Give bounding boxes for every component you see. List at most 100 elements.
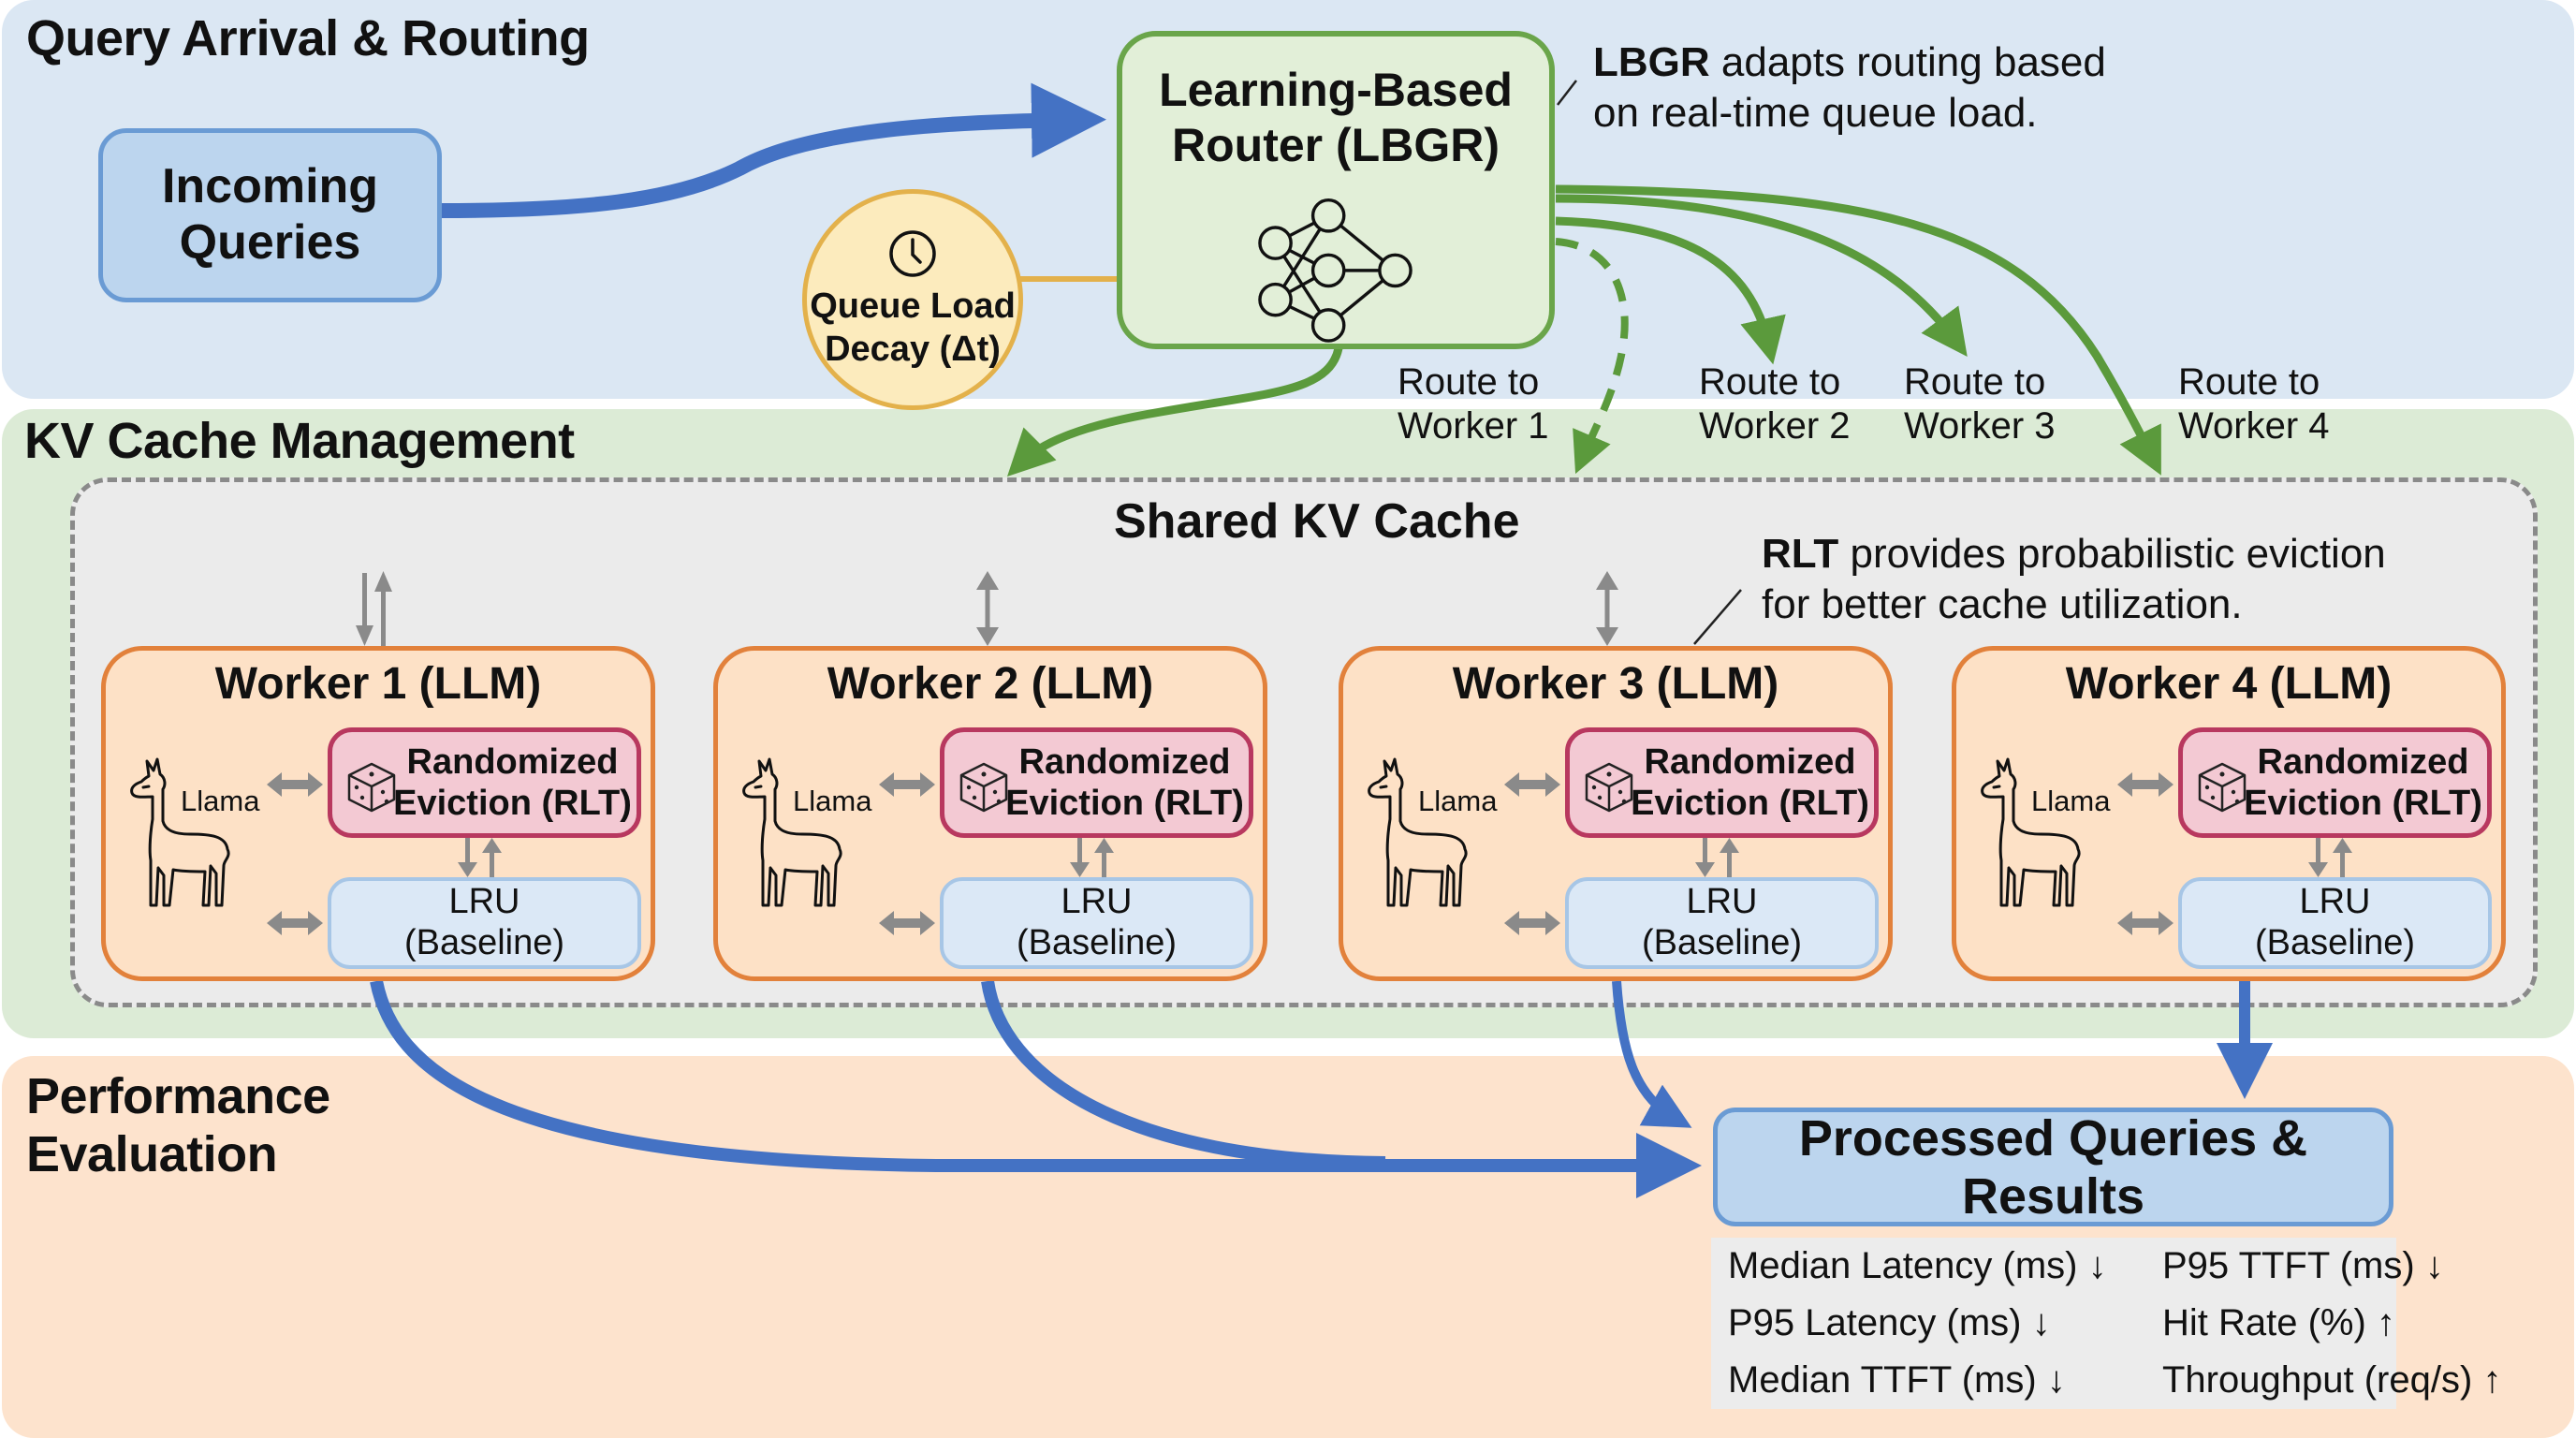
llama-label: Llama xyxy=(793,785,872,817)
learning-based-router-node[interactable]: Learning-Based Router (LBGR) xyxy=(1117,31,1555,349)
bidirectional-arrow-icon xyxy=(267,772,323,797)
lru-baseline-box[interactable]: LRU (Baseline) xyxy=(2178,877,2492,969)
worker-title: Worker 2 (LLM) xyxy=(827,659,1154,709)
lbgr-annotation-line1: adapts routing based xyxy=(1709,39,2106,85)
metric-p95-latency: P95 Latency (ms) ↓ xyxy=(1728,1302,2051,1343)
lru-baseline-box[interactable]: LRU (Baseline) xyxy=(940,877,1253,969)
rlt-line1: Randomized xyxy=(2257,741,2469,782)
lbgr-annotation-line2: on real-time queue load. xyxy=(1593,89,2038,136)
llama-icon xyxy=(742,757,842,907)
rlt-line1: Randomized xyxy=(1644,741,1856,782)
route-3-line1: Route to xyxy=(1904,361,2046,403)
dice-icon xyxy=(959,762,1008,813)
perf-title-line1: Performance xyxy=(26,1068,330,1124)
clock-icon xyxy=(889,230,936,278)
dice-icon xyxy=(1585,762,1633,813)
lru-line2: (Baseline) xyxy=(1641,923,1803,962)
bidirectional-arrow-icon xyxy=(2117,911,2174,935)
worker-title: Worker 3 (LLM) xyxy=(1452,659,1779,709)
lru-line1: LRU xyxy=(1061,882,1133,922)
route-2-line1: Route to xyxy=(1699,361,1841,403)
lbgr-annotation: LBGR adapts routing based on real-time q… xyxy=(1593,37,2106,138)
route-4-line1: Route to xyxy=(2178,361,2320,403)
route-label-worker-1: Route to Worker 1 xyxy=(1398,360,1549,448)
routing-section-title: Query Arrival & Routing xyxy=(26,10,590,66)
lru-line1: LRU xyxy=(448,882,520,922)
bidirectional-arrow-icon xyxy=(267,911,323,935)
route-3-line2: Worker 3 xyxy=(1904,405,2056,448)
rlt-line2: Eviction (RLT) xyxy=(2244,784,2482,823)
worker-title: Worker 1 (LLM) xyxy=(214,659,542,709)
processed-queries-results-node[interactable]: Processed Queries & Results xyxy=(1713,1108,2393,1226)
lru-line2: (Baseline) xyxy=(403,923,565,962)
dice-icon xyxy=(347,762,396,813)
rlt-annotation-line1: provides probabilistic eviction xyxy=(1838,531,2386,577)
rlt-line2: Eviction (RLT) xyxy=(1631,784,1869,823)
perf-section-title: Performance Evaluation xyxy=(26,1067,330,1183)
rlt-lru-exchange-arrows xyxy=(458,838,502,877)
llama-icon xyxy=(130,757,230,907)
metric-median-latency: Median Latency (ms) ↓ xyxy=(1728,1245,2107,1286)
rlt-annotation-bold: RLT xyxy=(1762,531,1839,577)
incoming-queries-node[interactable]: Incoming Queries xyxy=(98,128,442,302)
rlt-lru-exchange-arrows xyxy=(1070,838,1114,877)
metric-throughput: Throughput (req/s) ↑ xyxy=(2162,1359,2502,1401)
bidirectional-arrow-icon xyxy=(879,772,935,797)
rlt-line1: Randomized xyxy=(1018,741,1231,782)
bidirectional-arrow-icon xyxy=(879,911,935,935)
llama-label: Llama xyxy=(181,785,260,817)
cache-sync-arrow-worker-2 xyxy=(976,571,999,646)
processed-title: Processed Queries & Results xyxy=(1798,1109,2308,1225)
rlt-line2: Eviction (RLT) xyxy=(1005,784,1244,823)
llama-icon xyxy=(1368,757,1468,907)
lru-baseline-box[interactable]: LRU (Baseline) xyxy=(328,877,641,969)
route-4-line2: Worker 4 xyxy=(2178,405,2330,448)
llama-label: Llama xyxy=(1418,785,1498,817)
cache-sync-arrow-worker-3 xyxy=(1596,571,1618,646)
lru-line2: (Baseline) xyxy=(2254,923,2416,962)
route-label-worker-4: Route to Worker 4 xyxy=(2178,360,2330,448)
rlt-annotation: RLT provides probabilistic eviction for … xyxy=(1762,529,2386,629)
queue-load-decay-node[interactable]: Queue Load Decay (Δt) xyxy=(802,189,1023,410)
router-line2: Router (LBGR) xyxy=(1172,119,1500,171)
bidirectional-arrow-icon xyxy=(1504,911,1560,935)
route-1-line2: Worker 1 xyxy=(1398,405,1549,448)
lru-baseline-box[interactable]: LRU (Baseline) xyxy=(1565,877,1879,969)
shared-kv-cache-title: Shared KV Cache xyxy=(1114,494,1520,549)
incoming-line1: Incoming xyxy=(161,159,379,214)
rlt-annotation-line2: for better cache utilization. xyxy=(1762,580,2243,627)
incoming-line2: Queries xyxy=(179,215,361,270)
rlt-lru-exchange-arrows xyxy=(2308,838,2352,877)
worker-title: Worker 4 (LLM) xyxy=(2065,659,2393,709)
bidirectional-arrow-icon xyxy=(1504,772,1560,797)
router-line1: Learning-Based xyxy=(1159,64,1513,116)
cache-sync-arrow-worker-1 xyxy=(356,571,392,648)
metric-median-ttft: Median TTFT (ms) ↓ xyxy=(1728,1359,2066,1401)
perf-title-line2: Evaluation xyxy=(26,1126,278,1183)
metrics-table: Median Latency (ms) ↓ P95 TTFT (ms) ↓ P9… xyxy=(1711,1238,2501,1409)
route-label-worker-3: Route to Worker 3 xyxy=(1904,360,2056,448)
route-label-worker-2: Route to Worker 2 xyxy=(1699,360,1851,448)
queue-line2: Decay (Δt) xyxy=(825,330,1001,369)
metric-p95-ttft: P95 TTFT (ms) ↓ xyxy=(2162,1245,2444,1286)
rlt-lru-exchange-arrows xyxy=(1695,838,1739,877)
neural-network-icon xyxy=(1258,198,1412,343)
llama-label: Llama xyxy=(2031,785,2111,817)
llama-icon xyxy=(1981,757,2081,907)
metric-hit-rate: Hit Rate (%) ↑ xyxy=(2162,1302,2395,1343)
queue-line1: Queue Load xyxy=(810,286,1016,327)
lbgr-annotation-bold: LBGR xyxy=(1593,39,1710,85)
lru-line1: LRU xyxy=(1686,882,1758,922)
route-2-line2: Worker 2 xyxy=(1699,405,1851,448)
bidirectional-arrow-icon xyxy=(2117,772,2174,797)
lru-line2: (Baseline) xyxy=(1016,923,1178,962)
kv-section-title: KV Cache Management xyxy=(24,413,575,469)
